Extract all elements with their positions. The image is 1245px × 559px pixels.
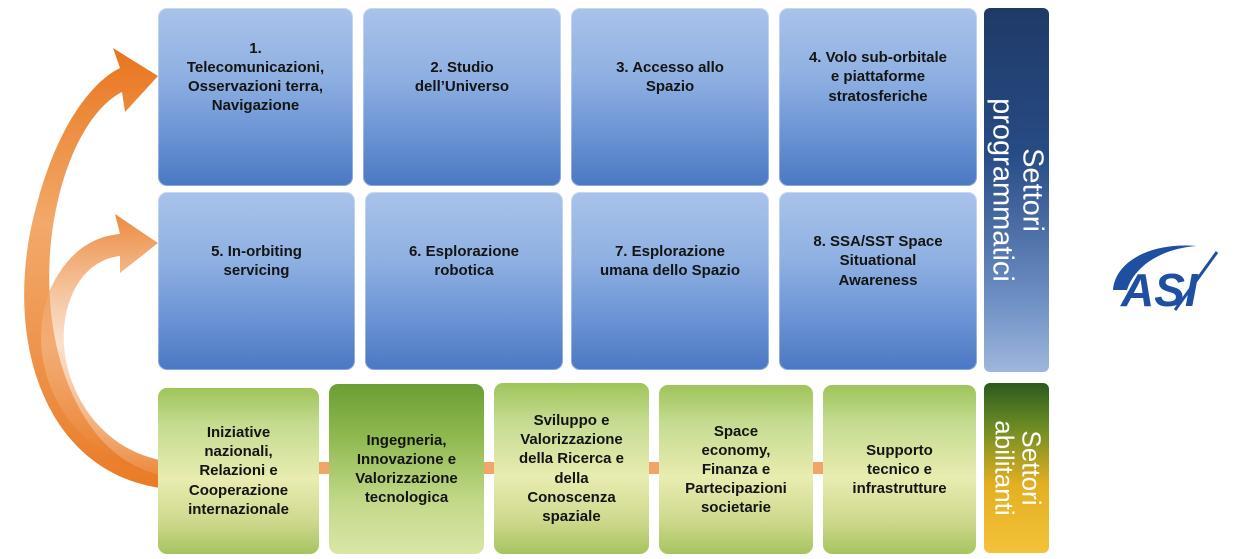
enabling-label: Sviluppo e Valorizzazione della Ricerca … <box>518 412 625 525</box>
sector-box-3: 3. Accesso allo Spazio <box>571 8 769 186</box>
sector-box-7: 7. Esplorazione umana dello Spazio <box>571 192 769 370</box>
enabling-label: Iniziative nazionali, Relazioni e Cooper… <box>188 424 289 518</box>
connector <box>649 462 659 474</box>
connector <box>319 462 329 474</box>
sector-box-2: 2. Studio dell’Universo <box>363 8 561 186</box>
enabling-sectors-text: Settori abilitanti <box>988 420 1046 516</box>
enabling-sectors-label: Settori abilitanti <box>984 383 1049 553</box>
enabling-box-4: Space economy, Finanza e Partecipazioni … <box>659 385 813 554</box>
sector-label: 8. SSA/SST Space Situational Awareness <box>813 233 943 289</box>
sector-box-1: 1. Telecomunicazioni, Osservazioni terra… <box>158 8 353 186</box>
connector <box>813 462 823 474</box>
enabling-box-3: Sviluppo e Valorizzazione della Ricerca … <box>494 383 649 554</box>
enabling-label: Space economy, Finanza e Partecipazioni … <box>685 422 787 517</box>
arrow-to-middle-row <box>41 214 160 475</box>
programmatic-sectors-label: Settori programmatici <box>984 8 1049 372</box>
sector-label: 4. Volo sub-orbitale e piattaforme strat… <box>808 49 948 105</box>
sector-box-8: 8. SSA/SST Space Situational Awareness <box>779 192 977 370</box>
sector-label: 3. Accesso allo Spazio <box>616 58 724 95</box>
sector-box-6: 6. Esplorazione robotica <box>365 192 563 370</box>
asi-logo: ASI <box>1113 245 1219 316</box>
connector <box>484 462 494 474</box>
sector-label: 7. Esplorazione umana dello Spazio <box>599 242 741 279</box>
sector-label: 6. Esplorazione robotica <box>408 242 520 279</box>
sector-label: 5. In-orbiting servicing <box>211 242 302 279</box>
enabling-label: Ingegneria, Innovazione e Valorizzazione… <box>355 431 458 507</box>
sector-label: 2. Studio dell’Universo <box>414 58 510 95</box>
enabling-box-2: Ingegneria, Innovazione e Valorizzazione… <box>329 384 484 554</box>
enabling-box-1: Iniziative nazionali, Relazioni e Cooper… <box>158 388 319 554</box>
sector-box-5: 5. In-orbiting servicing <box>158 192 355 370</box>
enabling-label: Supporto tecnico e infrastrutture <box>852 441 947 498</box>
programmatic-sectors-text: Settori programmatici <box>985 98 1048 282</box>
sector-box-4: 4. Volo sub-orbitale e piattaforme strat… <box>779 8 977 186</box>
enabling-box-5: Supporto tecnico e infrastrutture <box>823 385 976 554</box>
logo-text: ASI <box>1120 264 1199 316</box>
sector-label: 1. Telecomunicazioni, Osservazioni terra… <box>186 39 325 115</box>
